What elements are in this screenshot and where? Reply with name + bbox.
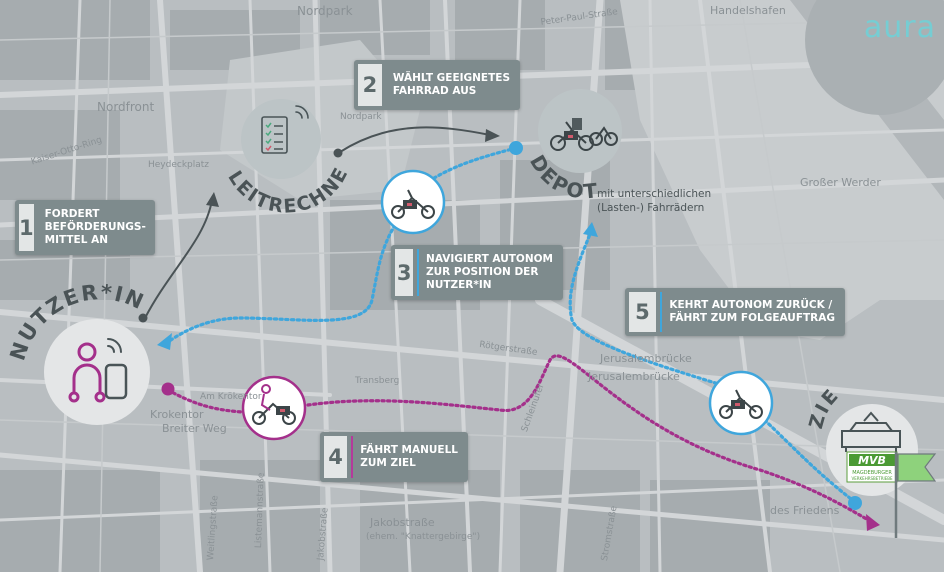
map-label: Handelshafen <box>710 4 786 17</box>
depot-note-line-1: mit unterschiedlichen <box>597 188 711 200</box>
step-5-box: 5 KEHRT AUTONOM ZURÜCK / FÄHRT ZUM FOLGE… <box>625 288 845 336</box>
step-4-number: 4 <box>324 436 348 478</box>
step-1-number: 1 <box>19 204 34 251</box>
map-label: Nordpark <box>297 4 353 18</box>
map-label: Nordpark <box>340 112 382 122</box>
step-1-line-2: BEFÖRDERUNGS- <box>44 221 146 233</box>
map-label: Am Krökentor <box>200 392 262 402</box>
step-1-line-1: FORDERT <box>44 208 100 220</box>
cargo-bike-autonomous-icon <box>382 171 444 233</box>
step-2-box: 2 WÄHLT GEEIGNETES FAHRRAD AUS <box>354 60 520 110</box>
step-3-number: 3 <box>395 249 414 296</box>
user-phone-icon <box>44 319 150 425</box>
map-label: Jakobstraße <box>370 516 435 529</box>
server-checklist-icon <box>241 99 321 179</box>
mvb-logo-text: MVB <box>858 454 886 467</box>
step-5-line-1: KEHRT AUTONOM ZURÜCK / <box>669 299 833 311</box>
cargo-bike-return-icon <box>710 372 772 434</box>
step-4-accent <box>351 436 354 478</box>
map-label: Transberg <box>355 376 400 386</box>
step-3-line-1: NAVIGIERT AUTONOM <box>426 253 553 265</box>
step-1-box: 1 FORDERT BEFÖRDERUNGS- MITTEL AN <box>15 200 155 255</box>
step-5-number: 5 <box>629 292 656 332</box>
step-3-line-3: NUTZER*IN <box>426 279 492 291</box>
map-label: Breiter Weg <box>162 422 227 435</box>
map-label: Nordfront <box>97 100 155 114</box>
step-4-line-2: ZUM ZIEL <box>360 457 416 469</box>
map-label: Jerusalembrücke <box>600 352 692 365</box>
step-5-accent <box>659 292 663 332</box>
cargo-bike-rider-icon <box>243 377 305 439</box>
goal-flag-icon <box>894 450 936 538</box>
step-1-line-3: MITTEL AN <box>44 234 108 246</box>
map-label: Heydeckplatz <box>148 160 210 170</box>
step-2-line-2: FAHRRAD AUS <box>392 85 477 97</box>
step-3-accent <box>417 249 420 296</box>
step-2-number: 2 <box>358 64 382 106</box>
step-4-line-1: FÄHRT MANUELL <box>360 444 458 456</box>
step-4-box: 4 FÄHRT MANUELL ZUM ZIEL <box>320 432 468 482</box>
depot-note-line-2: (Lasten-) Fahrrädern <box>597 202 704 214</box>
map-label: Großer Werder <box>800 176 881 189</box>
map-label: Krokentor <box>150 408 204 421</box>
map-label: des Friedens <box>770 504 840 517</box>
step-2-line-1: WÄHLT GEEIGNETES <box>392 72 510 84</box>
bike-depot-icon <box>538 89 622 173</box>
map-label: (ehem. "Knattergebirge") <box>366 532 481 542</box>
aura-logo: aura <box>863 10 936 45</box>
step-3-box: 3 NAVIGIERT AUTONOM ZUR POSITION DER NUT… <box>391 245 563 300</box>
step-5-line-2: FÄHRT ZUM FOLGEAUFTRAG <box>669 312 835 324</box>
mvb-line-2: VERKEHRSBETRIEBE <box>852 476 893 481</box>
map-label: Jerusalembrücke <box>588 370 680 383</box>
step-3-line-2: ZUR POSITION DER <box>426 266 539 278</box>
mvb-line-1: MAGDEBURGER <box>852 470 892 476</box>
